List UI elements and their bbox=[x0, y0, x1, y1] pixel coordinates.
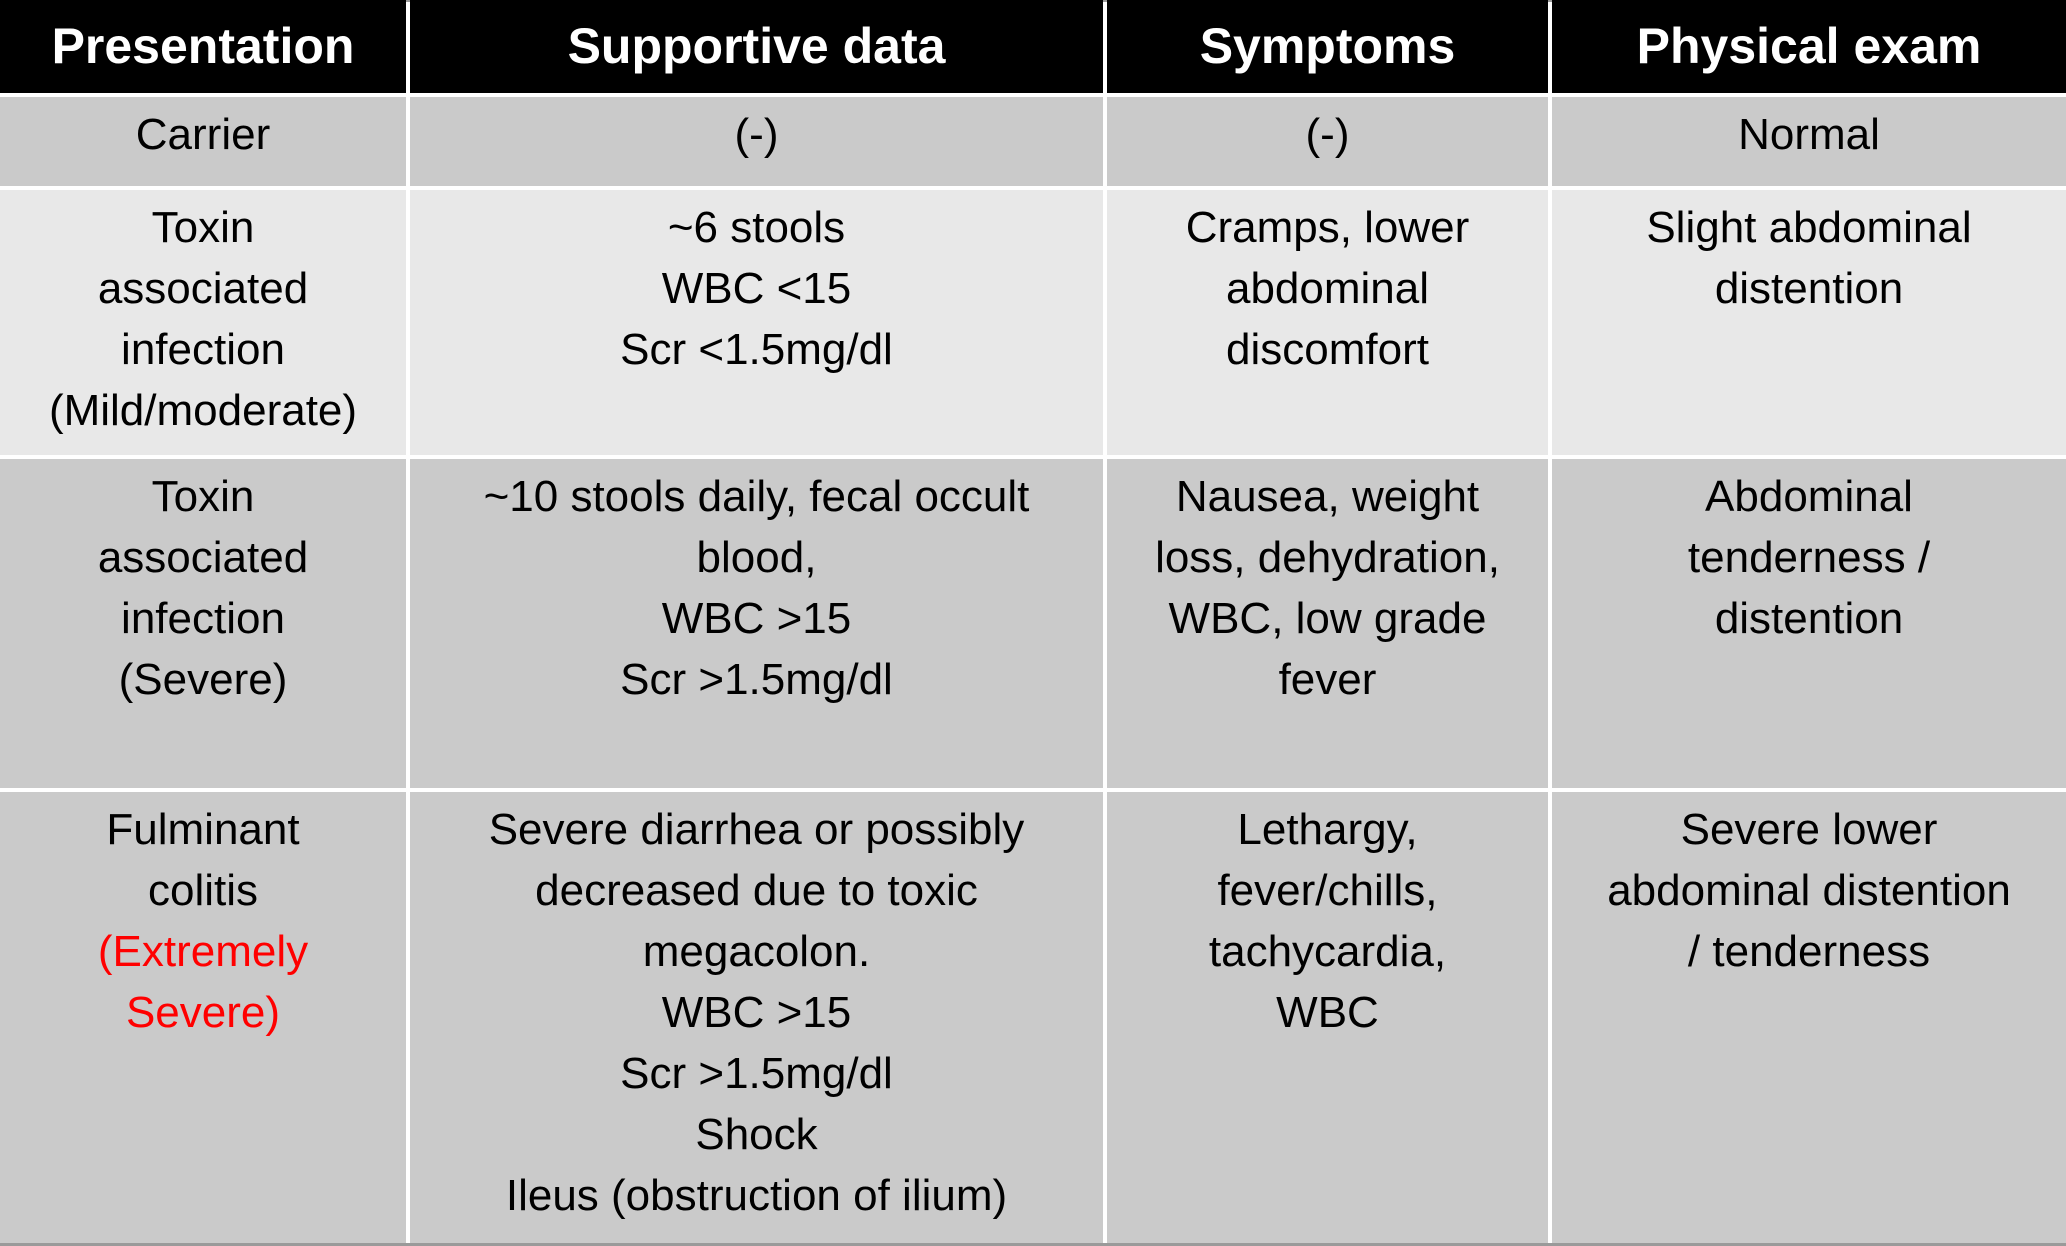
cell-supportive-carrier: (-) bbox=[410, 97, 1103, 186]
column-header-symptoms: Symptoms bbox=[1107, 0, 1548, 93]
cell-symptoms-carrier: (-) bbox=[1107, 97, 1548, 186]
cell-exam-fulminant: Severe lower abdominal distention / tend… bbox=[1552, 792, 2066, 1243]
cell-supportive-fulminant: Severe diarrhea or possibly decreased du… bbox=[410, 792, 1103, 1243]
cell-exam-severe: Abdominal tenderness / distention bbox=[1552, 459, 2066, 788]
cell-supportive-severe: ~10 stools daily, fecal occult blood, WB… bbox=[410, 459, 1103, 788]
cell-presentation-fulminant: Fulminant colitis (Extremely Severe) bbox=[0, 792, 406, 1243]
cell-exam-mild-moderate: Slight abdominal distention bbox=[1552, 190, 2066, 455]
cell-presentation-carrier: Carrier bbox=[0, 97, 406, 186]
cell-exam-carrier: Normal bbox=[1552, 97, 2066, 186]
cell-presentation-mild-moderate: Toxin associated infection (Mild/moderat… bbox=[0, 190, 406, 455]
column-header-physical-exam: Physical exam bbox=[1552, 0, 2066, 93]
cell-symptoms-mild-moderate: Cramps, lower abdominal discomfort bbox=[1107, 190, 1548, 455]
presentation-text: Fulminant colitis bbox=[106, 805, 300, 915]
severity-accent-text: (Extremely Severe) bbox=[97, 927, 309, 1037]
cell-supportive-mild-moderate: ~6 stools WBC <15 Scr <1.5mg/dl bbox=[410, 190, 1103, 455]
column-header-presentation: Presentation bbox=[0, 0, 406, 93]
cell-symptoms-severe: Nausea, weight loss, dehydration, WBC, l… bbox=[1107, 459, 1548, 788]
cell-symptoms-fulminant: Lethargy, fever/chills, tachycardia, WBC bbox=[1107, 792, 1548, 1243]
column-header-supportive-data: Supportive data bbox=[410, 0, 1103, 93]
cell-presentation-severe: Toxin associated infection (Severe) bbox=[0, 459, 406, 788]
